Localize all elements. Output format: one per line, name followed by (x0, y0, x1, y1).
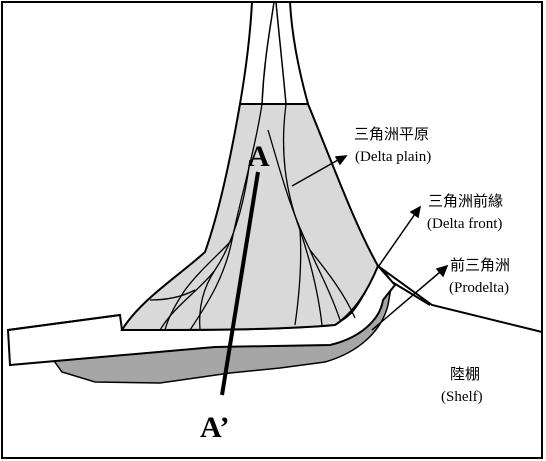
delta-front-outer-edge (391, 281, 431, 306)
delta-front-label-en: (Delta front) (427, 216, 502, 232)
river-channel-2 (275, 1, 287, 105)
pointer-arrows (291, 155, 449, 331)
shelf-break-right (377, 265, 543, 333)
distributary-channels (149, 103, 356, 331)
section-label-end: A’ (200, 411, 229, 444)
prodelta-label-zh: 前三角洲 (450, 257, 510, 274)
shelf-label-zh: 陸棚 (450, 366, 480, 383)
river-bank-left (239, 1, 253, 105)
section-label-start: A (248, 140, 270, 173)
delta-front-label-zh: 三角洲前緣 (428, 193, 503, 210)
river-bank-right (289, 1, 309, 105)
delta-plain-label-zh: 三角洲平原 (354, 126, 429, 143)
shelf-label-en: (Shelf) (441, 389, 483, 405)
delta-plain-label-en: (Delta plain) (355, 149, 431, 165)
section-line (220, 171, 260, 396)
arrow-head-delta-plain (334, 155, 348, 166)
river-channel-1 (261, 1, 275, 105)
arrow-head-prodelta (435, 264, 449, 278)
shoreline-left (7, 314, 121, 331)
prodelta-label-en: (Prodelta) (449, 280, 509, 296)
arrow-head-delta-front (409, 205, 422, 219)
